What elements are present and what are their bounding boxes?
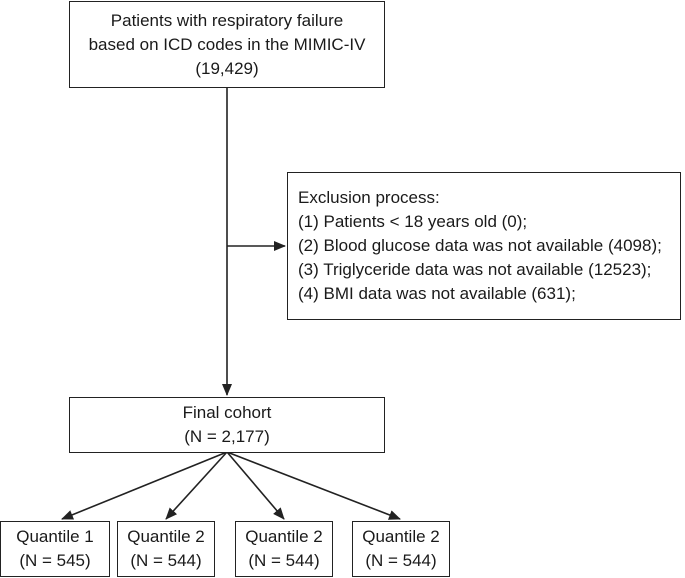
- quantile-box-2: Quantile 2 (N = 544): [117, 521, 215, 577]
- source-line-1: Patients with respiratory failure: [110, 10, 344, 30]
- quantile-3-label: Quantile 2: [245, 527, 323, 546]
- source-line-3: (19,429): [195, 58, 259, 78]
- quantile-2-label: Quantile 2: [127, 527, 205, 546]
- final-cohort-box: Final cohort (N = 2,177): [69, 397, 385, 453]
- quantile-1-label: Quantile 1: [16, 527, 94, 546]
- quantile-2-arrow: [165, 451, 228, 520]
- exclusion-box: Exclusion process: (1) Patients < 18 yea…: [287, 172, 681, 320]
- exclusion-item-4: (4) BMI data was not available (631);: [298, 284, 576, 303]
- quantile-1-arrow: [61, 451, 228, 520]
- final-cohort-title: Final cohort: [182, 403, 272, 422]
- quantile-3-count: (N = 544): [248, 551, 320, 570]
- exclusion-item-2: (2) Blood glucose data was not available…: [298, 236, 662, 255]
- quantile-1-count: (N = 545): [19, 551, 91, 570]
- exclusion-item-3: (3) Triglyceride data was not available …: [298, 260, 652, 279]
- quantile-box-1: Quantile 1 (N = 545): [0, 521, 110, 577]
- exclusion-item-1: (1) Patients < 18 years old (0);: [298, 212, 528, 231]
- quantile-3-arrow: [226, 451, 285, 520]
- source-box: Patients with respiratory failure based …: [69, 1, 385, 88]
- quantile-4-count: (N = 544): [365, 551, 437, 570]
- quantile-box-4: Quantile 2 (N = 544): [352, 521, 450, 577]
- quantile-4-label: Quantile 2: [362, 527, 440, 546]
- exclusion-heading: Exclusion process:: [298, 188, 440, 207]
- quantile-2-count: (N = 544): [130, 551, 202, 570]
- quantile-box-3: Quantile 2 (N = 544): [235, 521, 333, 577]
- final-cohort-count: (N = 2,177): [184, 427, 270, 446]
- quantile-4-arrow: [226, 451, 401, 520]
- source-line-2: based on ICD codes in the MIMIC-IV: [88, 34, 366, 54]
